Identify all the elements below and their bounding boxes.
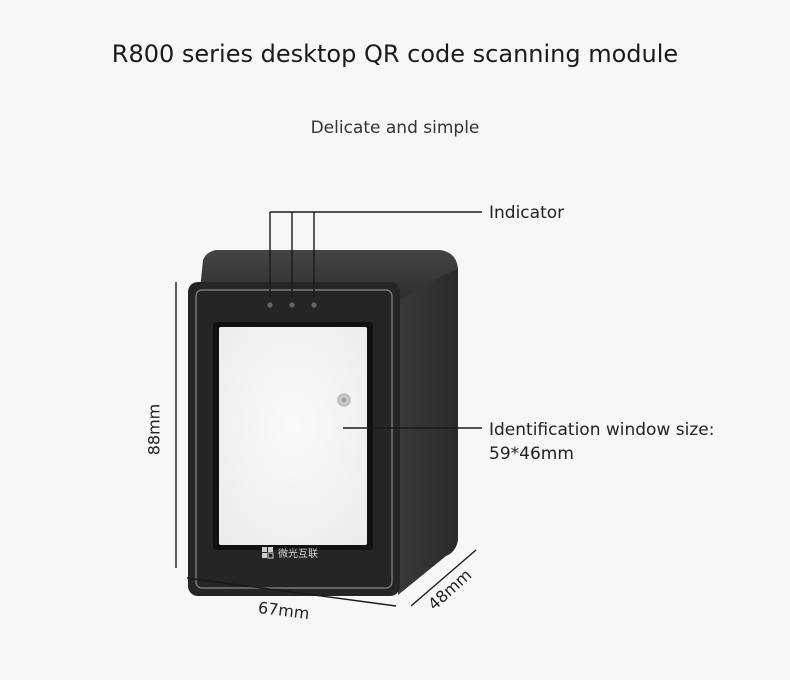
window-size-label-line1: Identification window size: bbox=[489, 420, 715, 440]
brand-text: 微光互联 bbox=[278, 547, 318, 560]
device-side-face bbox=[398, 268, 458, 595]
window-size-label-line2: 59*46mm bbox=[489, 444, 574, 464]
page-subtitle: Delicate and simple bbox=[310, 118, 480, 138]
brand-logo-icon bbox=[262, 547, 274, 559]
indicator-led-1 bbox=[267, 302, 273, 308]
height-dimension-label: 88mm bbox=[144, 403, 164, 456]
indicator-leader-lines bbox=[269, 211, 482, 298]
width-dimension-line bbox=[186, 577, 397, 607]
page-title: R800 series desktop QR code scanning mod… bbox=[111, 40, 679, 68]
indicator-label: Indicator bbox=[489, 203, 565, 223]
depth-dimension-line bbox=[410, 549, 477, 607]
indicator-led-2 bbox=[289, 302, 295, 308]
device-bezel bbox=[195, 289, 393, 589]
indicator-led-3 bbox=[311, 302, 317, 308]
window-size-label: Identification window size: 59*46mm bbox=[489, 418, 714, 466]
identification-window bbox=[219, 327, 367, 545]
